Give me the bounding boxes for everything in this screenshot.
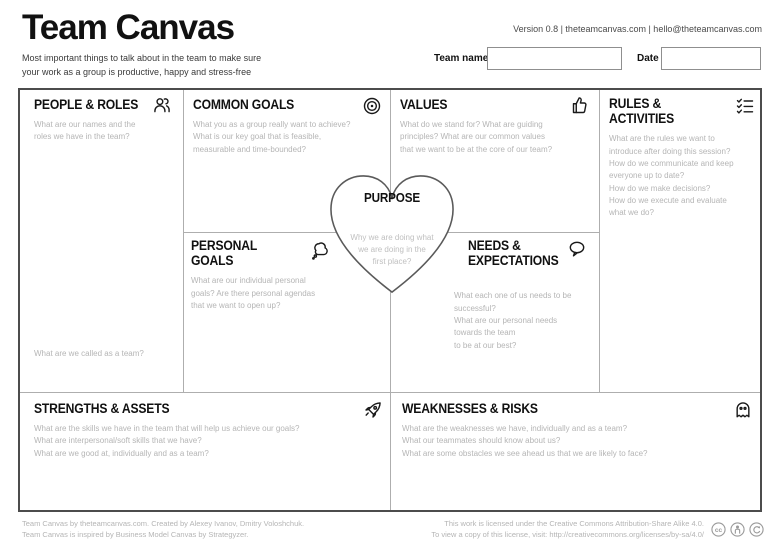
common-goals-title: COMMON GOALS [193,97,295,112]
team-name-question: What are we called as a team? [34,349,144,358]
date-label: Date [637,53,659,64]
checklist-icon [735,96,755,116]
thumbs-up-icon [570,95,590,115]
section-values: VALUES What do we stand for? What are gu… [390,90,599,232]
values-prompt: What do we stand for? What are guiding p… [400,120,553,154]
strengths-assets-prompt: What are the skills we have in the team … [34,424,300,458]
rules-activities-title: RULES & ACTIVITIES [609,96,675,127]
strengths-assets-title: STRENGTHS & ASSETS [34,401,170,416]
attribution-icon [730,522,745,537]
page-title: Team Canvas [22,8,235,47]
purpose-prompt: Why we are doing what we are doing in th… [350,233,434,266]
common-goals-prompt: What you as a group really want to achie… [193,120,351,154]
ghost-icon [733,400,753,420]
needs-expectations-title: NEEDS & EXPECTATIONS [468,238,559,269]
section-people-roles: PEOPLE & ROLES What are our names and th… [20,90,183,392]
personal-goals-prompt: What are our individual personal goals? … [191,276,316,310]
rules-activities-prompt: What are the rules we want to introduce … [609,134,734,218]
heart-shape [330,175,454,294]
weaknesses-risks-prompt: What are the weaknesses we have, individ… [402,424,648,458]
page-subtitle: Most important things to talk about in t… [22,53,262,77]
section-personal-goals: PERSONAL GOALS What are our individual p… [183,232,390,392]
share-alike-icon [749,522,764,537]
license-text: This work is licensed under the Creative… [431,519,704,539]
speech-bubble-icon [567,239,587,259]
credits-text: Team Canvas by theteamcanvas.com. Create… [22,519,305,539]
target-icon [362,96,382,116]
personal-goals-title: PERSONAL GOALS [191,238,258,269]
weaknesses-risks-title: WEAKNESSES & RISKS [402,401,538,416]
section-purpose: PURPOSE Why we are doing what we are doi… [322,170,462,298]
cc-icon: cc [711,522,726,537]
team-canvas-grid: PEOPLE & ROLES What are our names and th… [18,88,762,512]
people-roles-prompt: What are our names and the roles we have… [34,120,136,142]
people-roles-title: PEOPLE & ROLES [34,97,139,112]
section-weaknesses-risks: WEAKNESSES & RISKS What are the weakness… [390,392,760,510]
svg-text:cc: cc [715,527,723,534]
rocket-icon [363,400,383,420]
people-icon [152,95,172,115]
section-common-goals: COMMON GOALS What you as a group really … [183,90,390,232]
version-info: Version 0.8 | theteamcanvas.com | hello@… [513,24,762,34]
section-strengths-assets: STRENGTHS & ASSETS What are the skills w… [20,392,390,510]
grid-line-v4 [390,392,391,510]
grid-line-v3 [599,90,600,392]
section-needs-expectations: NEEDS & EXPECTATIONS What each one of us… [390,232,599,392]
license-badges: cc [711,522,764,537]
team-name-label: Team name [434,53,489,64]
team-name-input[interactable] [487,47,622,70]
section-rules-activities: RULES & ACTIVITIES What are the rules we… [599,90,760,392]
needs-expectations-prompt: What each one of us needs to be successf… [454,291,572,350]
values-title: VALUES [400,97,448,112]
thought-bubble-icon [311,240,331,260]
date-input[interactable] [661,47,761,70]
grid-line-v1 [183,90,184,392]
purpose-title: PURPOSE [364,190,420,205]
